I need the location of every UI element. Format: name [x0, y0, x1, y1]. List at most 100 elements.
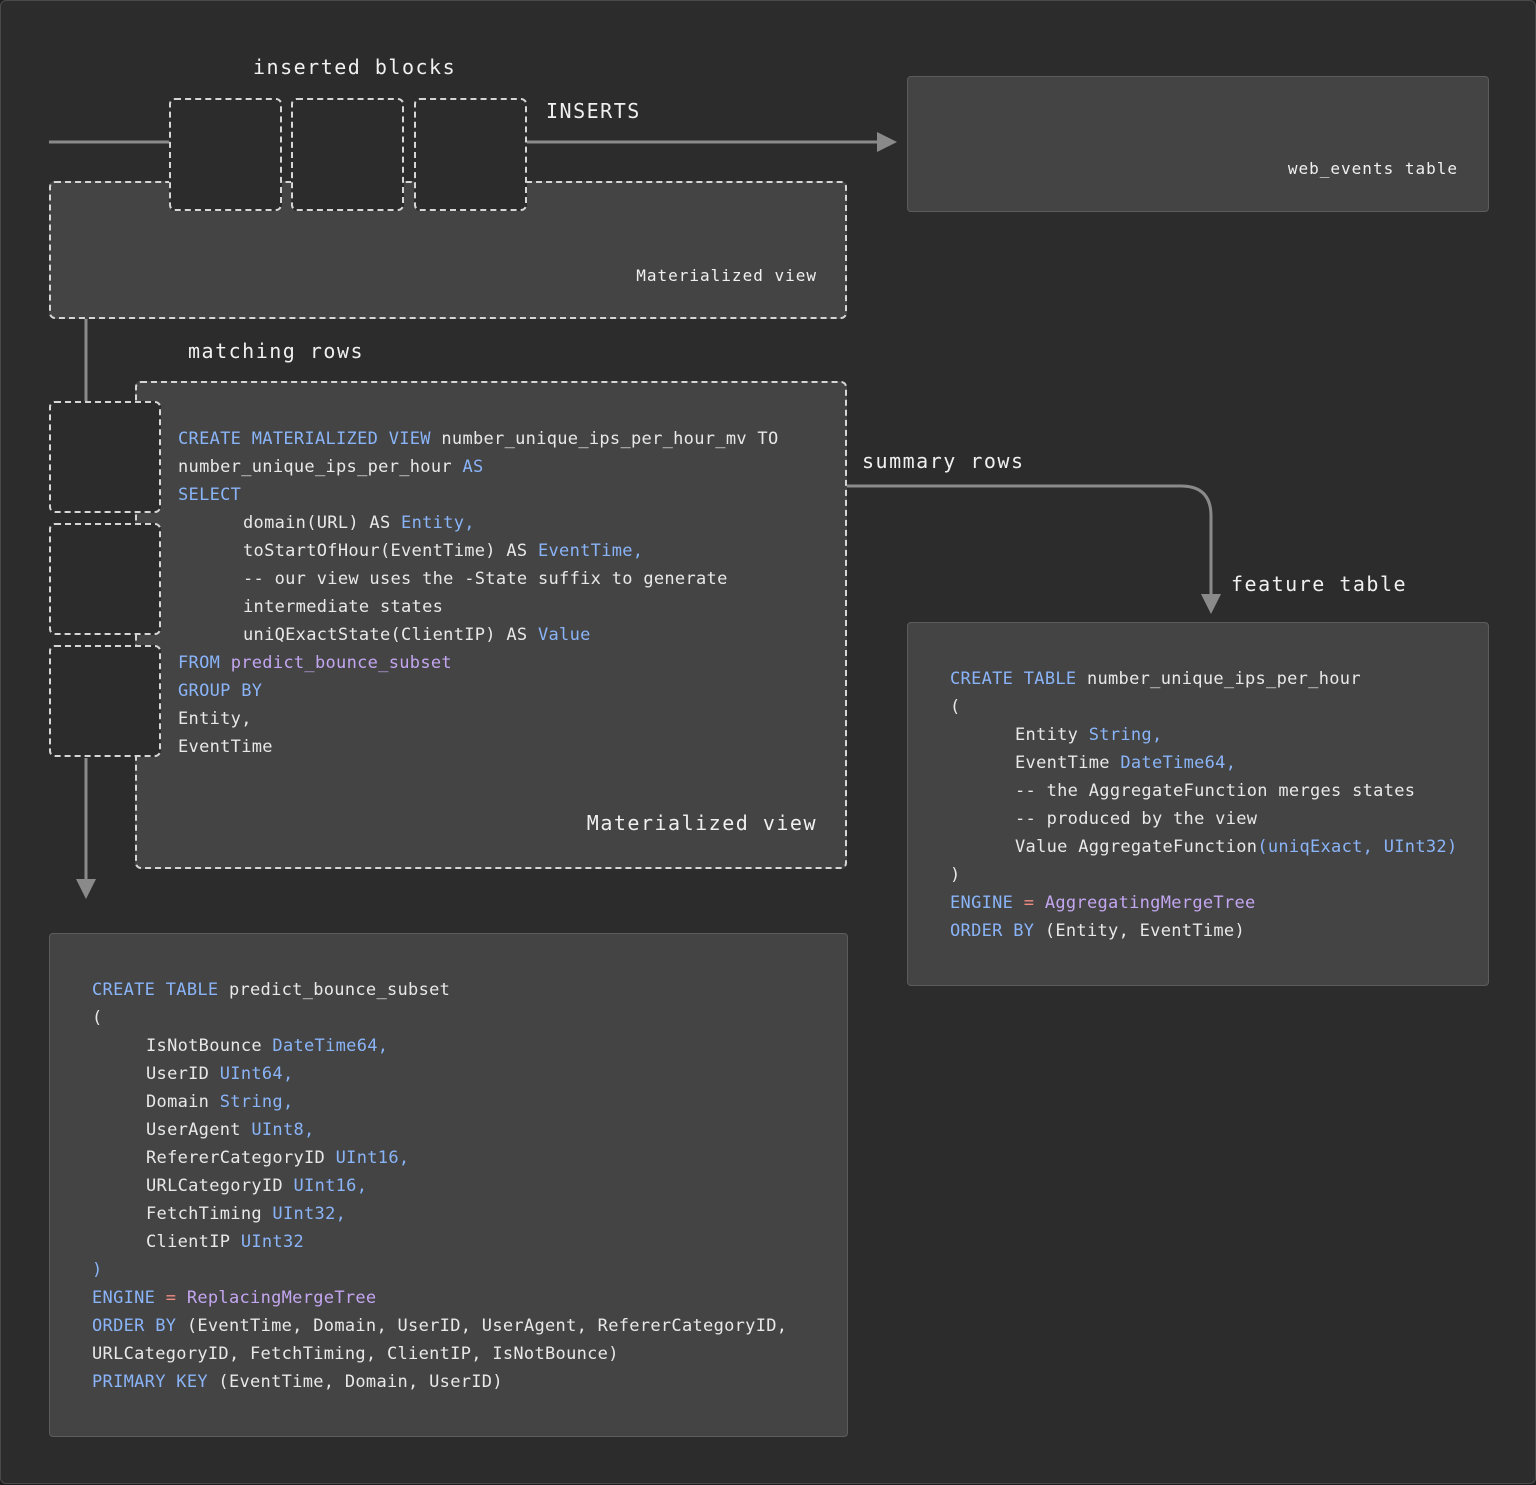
code-token: )	[92, 1260, 103, 1280]
code-token: EventTime	[178, 737, 273, 757]
code-token: DateTime64,	[1120, 753, 1237, 773]
code-token: predict_bounce_subset	[228, 980, 451, 1000]
materialized-view-bottom-label: Materialized view	[586, 811, 817, 835]
code-token: Entity,	[401, 513, 475, 533]
code-line: Entity,	[178, 705, 779, 733]
code-token: AS	[462, 457, 484, 477]
code-token: UInt16,	[335, 1148, 410, 1168]
code-line: ENGINE = AggregatingMergeTree	[950, 889, 1457, 917]
code-line: (	[92, 1004, 787, 1032]
code-token: number_unique_ips_per_hour_mv TO	[441, 429, 779, 449]
code-line: -- produced by the view	[950, 805, 1457, 833]
code-token: GROUP BY	[178, 681, 263, 701]
code-line: -- the AggregateFunction merges states	[950, 777, 1457, 805]
code-line: PRIMARY KEY (EventTime, Domain, UserID)	[92, 1368, 787, 1396]
code-line: ClientIP UInt32	[92, 1228, 787, 1256]
code-token: predict_bounce_subset	[230, 653, 452, 673]
code-token: uniQExactState(ClientIP) AS	[243, 625, 538, 645]
code-line: -- our view uses the -State suffix to ge…	[178, 565, 779, 593]
materialized-view-top-label: Materialized view	[636, 266, 817, 285]
code-token: -- our view uses the -State suffix to ge…	[243, 569, 728, 589]
code-token: Entity	[1015, 725, 1089, 745]
code-token: number_unique_ips_per_hour	[178, 457, 463, 477]
code-line: )	[950, 861, 1457, 889]
code-line: number_unique_ips_per_hour AS	[178, 453, 779, 481]
code-token: UserAgent	[146, 1120, 252, 1140]
inserts-label: INSERTS	[546, 99, 641, 123]
code-line: URLCategoryID UInt16,	[92, 1172, 787, 1200]
matching-rows-label: matching rows	[188, 339, 365, 363]
feature-table-label: feature table	[1231, 572, 1408, 596]
code-token: =	[165, 1288, 187, 1308]
web-events-table-label: web_events table	[1287, 159, 1458, 178]
code-line: UserAgent UInt8,	[92, 1116, 787, 1144]
code-line: GROUP BY	[178, 677, 779, 705]
code-line: Value AggregateFunction(uniqExact, UInt3…	[950, 833, 1457, 861]
code-token: Entity,	[178, 709, 252, 729]
code-token: AggregatingMergeTree	[1044, 893, 1256, 913]
code-line: (	[950, 693, 1457, 721]
code-line: ORDER BY (Entity, EventTime)	[950, 917, 1457, 945]
code-token: EventTime,	[537, 541, 644, 561]
code-token: number_unique_ips_per_hour	[1086, 669, 1361, 689]
code-token: UInt8,	[251, 1120, 315, 1140]
code-token: DateTime64,	[272, 1036, 389, 1056]
code-line: RefererCategoryID UInt16,	[92, 1144, 787, 1172]
code-token: UInt32	[240, 1232, 305, 1252]
code-line: IsNotBounce DateTime64,	[92, 1032, 787, 1060]
code-line: Domain String,	[92, 1088, 787, 1116]
code-line: UserID UInt64,	[92, 1060, 787, 1088]
inserted-block	[169, 98, 282, 211]
code-token: CREATE TABLE	[950, 669, 1087, 689]
matching-row-block	[49, 645, 161, 757]
web-events-table: web_events table	[907, 76, 1489, 212]
code-token: String,	[219, 1092, 294, 1112]
inserted-block	[414, 98, 527, 211]
code-token: (	[92, 1008, 103, 1028]
code-token: ReplacingMergeTree	[186, 1288, 377, 1308]
code-token: RefererCategoryID	[146, 1148, 336, 1168]
code-token: UInt32,	[272, 1204, 347, 1224]
code-line: intermediate states	[178, 593, 779, 621]
code-token: SELECT	[178, 485, 242, 505]
code-line: FetchTiming UInt32,	[92, 1200, 787, 1228]
feature-table: CREATE TABLE number_unique_ips_per_hour (…	[907, 622, 1489, 986]
code-token: UInt16,	[293, 1176, 368, 1196]
code-line: CREATE TABLE number_unique_ips_per_hour	[950, 665, 1457, 693]
code-line: uniQExactState(ClientIP) AS Value	[178, 621, 779, 649]
code-token: (	[950, 697, 961, 717]
code-token: toStartOfHour(EventTime) AS	[243, 541, 538, 561]
code-token: ORDER BY	[950, 921, 1045, 941]
summary-rows-label: summary rows	[862, 449, 1025, 473]
code-token: -- the AggregateFunction merges states	[1015, 781, 1416, 801]
code-line: ORDER BY (EventTime, Domain, UserID, Use…	[92, 1312, 787, 1340]
feature-table-sql: CREATE TABLE number_unique_ips_per_hour (…	[950, 665, 1457, 945]
code-line: EventTime	[178, 733, 779, 761]
code-token: ENGINE	[92, 1288, 166, 1308]
code-token: FROM	[178, 653, 231, 673]
code-token: CREATE MATERIALIZED VIEW	[178, 429, 442, 449]
code-token: String,	[1088, 725, 1163, 745]
materialized-view-definition: CREATE MATERIALIZED VIEW number_unique_i…	[135, 381, 847, 869]
code-line: domain(URL) AS Entity,	[178, 509, 779, 537]
code-line: URLCategoryID, FetchTiming, ClientIP, Is…	[92, 1340, 787, 1368]
code-line: SELECT	[178, 481, 779, 509]
code-token: URLCategoryID, FetchTiming, ClientIP, Is…	[92, 1344, 619, 1364]
code-token: -- produced by the view	[1015, 809, 1258, 829]
code-token: ORDER BY	[92, 1316, 187, 1336]
code-line: toStartOfHour(EventTime) AS EventTime,	[178, 537, 779, 565]
materialized-view-sql: CREATE MATERIALIZED VIEW number_unique_i…	[178, 425, 779, 761]
code-token: IsNotBounce	[146, 1036, 273, 1056]
code-token: )	[950, 865, 961, 885]
code-line: FROM predict_bounce_subset	[178, 649, 779, 677]
code-line: CREATE MATERIALIZED VIEW number_unique_i…	[178, 425, 779, 453]
code-line: EventTime DateTime64,	[950, 749, 1457, 777]
code-line: CREATE TABLE predict_bounce_subset	[92, 976, 787, 1004]
code-token: (uniqExact, UInt32)	[1257, 837, 1458, 857]
summary-rows-arrow	[847, 484, 1221, 614]
code-token: =	[1023, 893, 1045, 913]
matching-row-block	[49, 523, 161, 635]
code-token: URLCategoryID	[146, 1176, 294, 1196]
